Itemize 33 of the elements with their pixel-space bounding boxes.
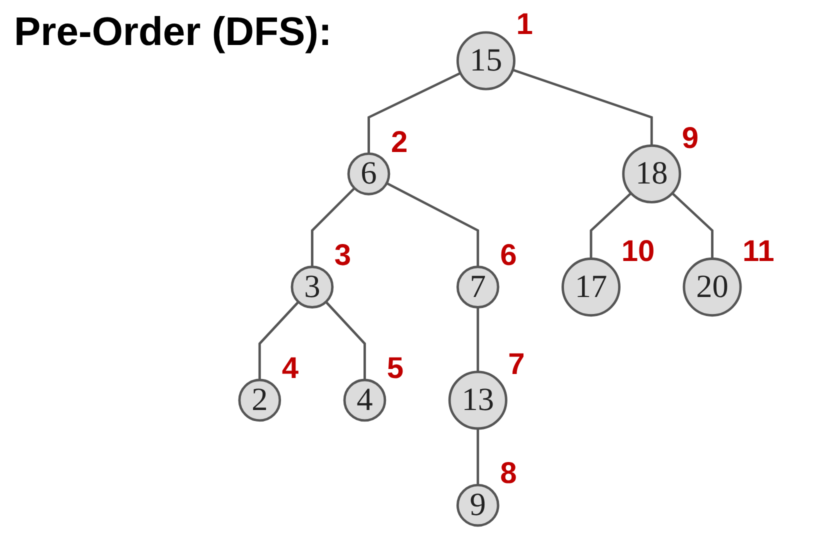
node-value: 9 xyxy=(470,488,486,524)
node-value: 20 xyxy=(696,269,728,305)
order-number: 5 xyxy=(386,354,404,384)
node-value: 4 xyxy=(356,382,373,418)
node-value: 3 xyxy=(304,269,320,305)
order-number: 2 xyxy=(390,128,408,158)
order-number: 1 xyxy=(516,10,533,40)
node-value: 13 xyxy=(462,382,494,418)
edge-line xyxy=(672,192,714,259)
node-value: 2 xyxy=(252,382,268,418)
edge-line xyxy=(310,187,356,267)
order-number: 11 xyxy=(742,236,774,267)
order-number: 3 xyxy=(334,240,352,271)
edge-line xyxy=(476,307,480,372)
edge-line xyxy=(325,301,366,380)
order-number: 9 xyxy=(682,124,699,154)
node-value: 15 xyxy=(470,42,502,79)
node-value: 18 xyxy=(635,156,668,192)
node-value: 7 xyxy=(470,269,486,305)
edge-line xyxy=(590,192,632,259)
node-value: 17 xyxy=(574,269,608,305)
order-number: 6 xyxy=(500,240,517,271)
edge-line xyxy=(368,72,462,154)
order-number: 4 xyxy=(282,354,299,384)
node-value: 6 xyxy=(360,156,377,192)
order-number: 7 xyxy=(508,350,525,380)
order-number: 10 xyxy=(621,236,655,267)
order-number: 8 xyxy=(500,459,517,490)
edge-line xyxy=(258,301,300,380)
diagram-title: Pre-Order (DFS): xyxy=(14,10,332,55)
edge-line xyxy=(512,68,653,146)
edge-line xyxy=(476,428,480,486)
edge-line xyxy=(386,182,480,267)
